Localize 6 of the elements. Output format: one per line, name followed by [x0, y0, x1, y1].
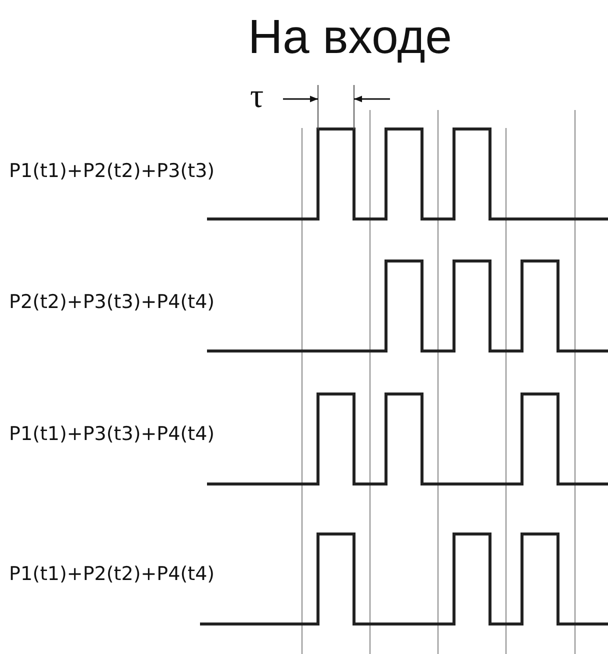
signal-label: P1(t1)+P2(t2)+P4(t4)	[9, 565, 215, 584]
diagram-title: На входе	[247, 14, 453, 62]
signal-label: P1(t1)+P2(t2)+P3(t3)	[9, 162, 215, 181]
signal-label: P1(t1)+P3(t3)+P4(t4)	[9, 425, 215, 444]
signal-label: P2(t2)+P3(t3)+P4(t4)	[9, 293, 215, 312]
dimension-label: τ	[250, 80, 264, 114]
